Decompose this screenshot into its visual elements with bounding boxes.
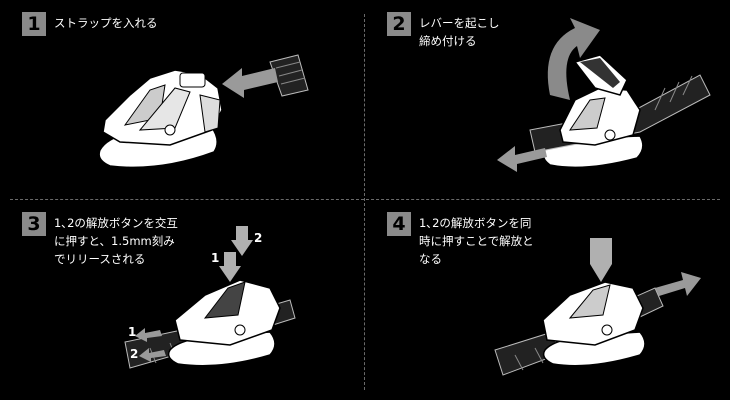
strap-ridges	[654, 75, 693, 111]
release-arrow-1	[135, 328, 162, 342]
lever-lift-arrow	[547, 18, 600, 100]
tighten-arrow	[497, 146, 547, 172]
step-1-caption: ストラップを入れる	[54, 14, 158, 32]
binding-ridge	[569, 97, 606, 131]
step-4-panel: 4 1､2の解放ボタンを同 時に押すことで解放と なる	[365, 200, 730, 400]
step-label-2: 2	[130, 347, 138, 361]
binding-ridge	[568, 284, 611, 319]
step-2-illustration	[497, 18, 711, 172]
binding-screw	[601, 324, 613, 336]
release-arrow-2	[139, 348, 166, 362]
step-3-caption-line: 1､2の解放ボタンを交互	[54, 216, 178, 230]
step-3-badge: 3	[22, 212, 46, 236]
step-4-illustration	[494, 238, 701, 376]
step-3-caption-line: に押すと、1.5mm刻み	[54, 234, 175, 248]
step-label-1: 1	[128, 325, 136, 339]
step-2-caption-line: レバーを起こし	[419, 16, 500, 30]
strap-ridges	[275, 61, 306, 85]
button-label-1: 1	[211, 251, 219, 265]
insert-arrow	[222, 68, 278, 98]
binding-ridge	[138, 87, 191, 131]
press-arrow-1	[219, 252, 241, 282]
step-3-illustration: 1 2 1 2	[124, 226, 296, 369]
binding-screw	[604, 129, 616, 141]
step-4-caption-line: 1､2の解放ボタンを同	[419, 216, 532, 230]
release-button	[203, 281, 246, 319]
step-3-panel: 3 1､2の解放ボタンを交互 に押すと、1.5mm刻み でリリースされる 1 2…	[0, 200, 365, 400]
press-arrow-both	[590, 238, 612, 282]
step-4-caption-line: なる	[419, 252, 442, 266]
step-2-caption-line: 締め付ける	[419, 34, 477, 48]
vertical-divider	[364, 14, 365, 390]
step-2-badge: 2	[387, 12, 411, 36]
strap	[269, 54, 309, 97]
step-1-illustration	[98, 54, 309, 169]
step-1-badge: 1	[22, 12, 46, 36]
step-1-panel: 1 ストラップを入れる	[0, 0, 365, 200]
press-arrow-2	[231, 226, 253, 256]
binding-buckle	[179, 72, 206, 88]
horizontal-divider	[10, 199, 720, 200]
step-2-caption: レバーを起こし 締め付ける	[419, 14, 500, 50]
step-2-panel: 2 レバーを起こし 締め付ける	[365, 0, 730, 200]
button-label-2: 2	[254, 231, 262, 245]
binding-screw	[234, 324, 246, 336]
step-4-badge: 4	[387, 212, 411, 236]
step-4-caption-line: 時に押すことで解放と	[419, 234, 534, 248]
release-arrow	[655, 272, 701, 296]
step-3-caption: 1､2の解放ボタンを交互 に押すと、1.5mm刻み でリリースされる	[54, 214, 178, 268]
step-3-caption-line: でリリースされる	[54, 252, 146, 266]
step-4-caption: 1､2の解放ボタンを同 時に押すことで解放と なる	[419, 214, 534, 268]
binding-side	[199, 94, 221, 133]
step-1-caption-line: ストラップを入れる	[54, 16, 158, 30]
binding-screw	[164, 124, 176, 136]
lever-grip	[580, 58, 620, 88]
